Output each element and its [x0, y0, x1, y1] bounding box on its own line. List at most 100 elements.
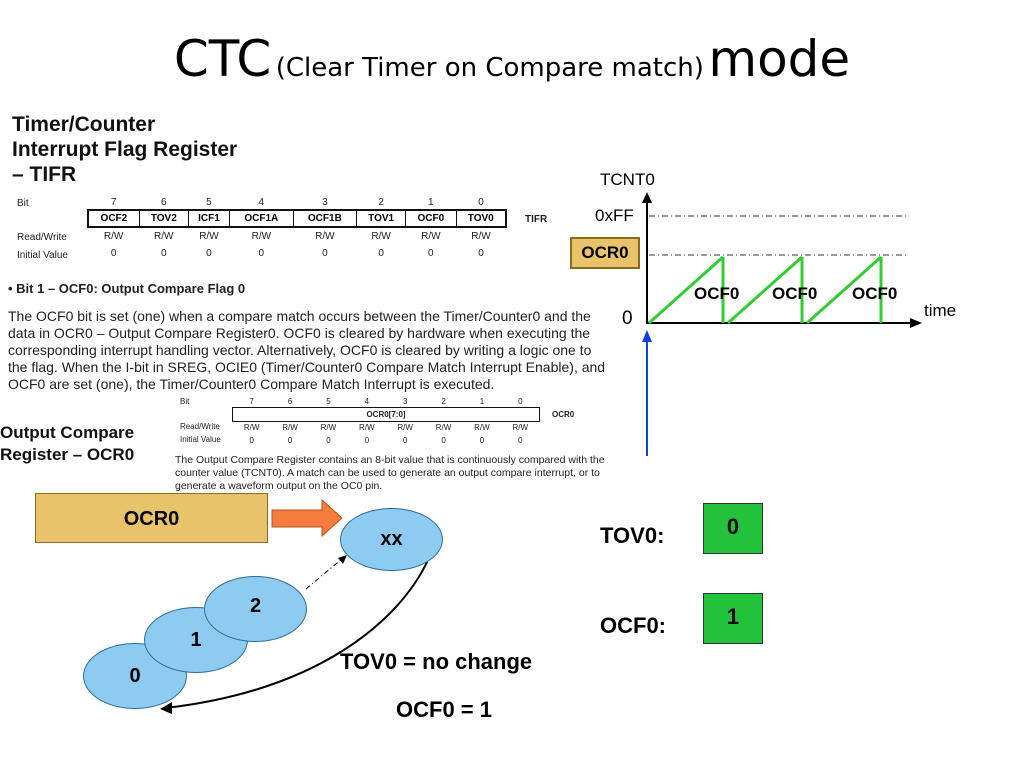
- rw-cell: R/W: [371, 231, 391, 242]
- tifr-rw-label: Read/Write: [17, 232, 67, 243]
- field-cell: ICF1: [187, 209, 231, 228]
- description-line: the flag. When the I-bit in SREG, OCIE0 …: [8, 359, 606, 375]
- bit-number: 1: [428, 197, 434, 208]
- ocr0-field-cell: OCR0[7:0]: [232, 406, 540, 422]
- clear-return-arrowhead: [160, 702, 172, 714]
- tifr-heading: Timer/Counter Interrupt Flag Register – …: [12, 112, 237, 187]
- y-axis-arrowhead: [642, 192, 652, 203]
- sawtooth-wave: [648, 255, 883, 325]
- bit-number: 0: [478, 197, 484, 208]
- description-line: generate a waveform output on the OC0 pi…: [175, 480, 383, 492]
- rw-cell: R/W: [315, 231, 335, 242]
- ocr0-bit-label: Bit: [180, 397, 190, 406]
- match-label: OCF0: [852, 284, 898, 303]
- ocr0-heading-line: Output Compare: [0, 423, 135, 442]
- ocr0-description: The Output Compare Register contains an …: [175, 454, 645, 493]
- rw-cell: R/W: [397, 423, 413, 433]
- blue-indicator-arrowhead: [642, 330, 652, 342]
- field-cell: TOV0: [455, 209, 507, 228]
- x-axis-arrowhead: [910, 318, 922, 328]
- field-cell: OCF1A: [229, 209, 294, 228]
- match-label: OCF0: [772, 284, 818, 303]
- tifr-field-row: OCF2 TOV2 ICF1 OCF1A OCF1B TOV1 OCF0 TOV…: [86, 209, 507, 228]
- tifr-init-row: 0 0 0 0 0 0 0 0: [88, 245, 506, 261]
- init-cell: 0: [402, 435, 408, 445]
- rw-cell: R/W: [154, 231, 174, 242]
- ocf0-description: The OCF0 bit is set (one) when a compare…: [8, 308, 628, 393]
- field-cell: OCF1B: [292, 209, 358, 228]
- bit-number: 3: [322, 197, 328, 208]
- max-value-label: 0xFF: [595, 206, 634, 225]
- field-cell: OCF2: [86, 209, 140, 228]
- rw-cell: R/W: [512, 423, 529, 433]
- tifr-heading-line: Interrupt Flag Register: [12, 138, 238, 161]
- rw-cell: R/W: [282, 423, 298, 433]
- field-cell: OCF0: [405, 209, 457, 228]
- increment-dashed-arrow: [305, 557, 344, 590]
- rw-cell: R/W: [435, 423, 452, 433]
- ocf0-flag-label: OCF0:: [600, 613, 666, 638]
- bit-number: 2: [441, 396, 446, 406]
- rw-cell: R/W: [103, 231, 124, 242]
- ocr0-register-name: OCR0: [552, 410, 575, 419]
- compare-value-ellipse: xx: [340, 508, 443, 571]
- zero-label: 0: [622, 308, 633, 329]
- tifr-init-label: Initial Value: [17, 250, 68, 261]
- bit-number: 2: [378, 197, 384, 208]
- bit-number: 4: [258, 197, 265, 208]
- bit-number: 7: [110, 197, 117, 208]
- description-line: corresponding interrupt handling vector.…: [8, 342, 592, 358]
- ocr0-init-label: Initial Value: [180, 435, 221, 444]
- description-line: counter value (TCNT0). A match can be us…: [175, 467, 600, 479]
- counter-state-2: 2: [204, 576, 307, 642]
- bit-number: 1: [479, 396, 485, 406]
- bit-number: 5: [326, 396, 331, 406]
- tifr-heading-line: Timer/Counter: [12, 113, 156, 136]
- ocr0-rw-row: R/W R/W R/W R/W R/W R/W R/W R/W: [233, 421, 540, 434]
- bit-number: 7: [249, 396, 254, 406]
- y-axis-label: TCNT0: [600, 170, 655, 189]
- tifr-register-name: TIFR: [525, 214, 548, 225]
- rw-cell: R/W: [320, 423, 337, 433]
- ocr0-init-row: 0 0 0 0 0 0 0 0: [233, 434, 540, 446]
- tov0-note: TOV0 = no change: [340, 649, 533, 674]
- rw-cell: R/W: [251, 231, 272, 242]
- rw-cell: R/W: [421, 231, 441, 242]
- bit-number: 3: [402, 396, 408, 406]
- ocr0-box: OCR0: [35, 493, 268, 543]
- title-subtitle: (Clear Timer on Compare match): [275, 53, 704, 83]
- ocr0-heading-line: Register – OCR0: [0, 445, 135, 464]
- bit-number: 6: [161, 197, 167, 208]
- tov0-flag-value: 0: [703, 503, 763, 554]
- bit-number: 6: [287, 396, 293, 406]
- ocr0-register-table: 7 6 5 4 3 2 1 0 OCR0[7:0] R/W R/W R/W R/…: [232, 396, 540, 446]
- ocf0-flag-value: 1: [703, 593, 763, 644]
- ocr0-field-row: OCR0[7:0]: [232, 406, 540, 422]
- init-cell: 0: [326, 435, 331, 445]
- rw-cell: R/W: [243, 423, 260, 433]
- init-cell: 0: [478, 247, 484, 259]
- ocr0-heading: Output Compare Register – OCR0: [0, 422, 134, 466]
- init-cell: 0: [287, 435, 293, 445]
- init-cell: 0: [518, 435, 523, 445]
- init-cell: 0: [364, 435, 370, 445]
- rw-cell: R/W: [359, 423, 375, 433]
- match-label: OCF0: [694, 284, 740, 303]
- bit-number: 4: [364, 396, 370, 406]
- tifr-bit-label: Bit: [17, 198, 29, 209]
- init-cell: 0: [322, 247, 328, 259]
- rw-cell: R/W: [471, 231, 491, 242]
- x-axis-label: time: [924, 301, 957, 320]
- slide-title: CTC (Clear Timer on Compare match) mode: [0, 30, 1024, 88]
- init-cell: 0: [206, 247, 212, 259]
- init-cell: 0: [428, 247, 434, 259]
- bit-number: 0: [518, 396, 523, 406]
- init-cell: 0: [258, 247, 265, 259]
- sawtooth-ramp: [648, 255, 724, 325]
- init-cell: 0: [441, 435, 446, 445]
- bit-number: 5: [206, 197, 212, 208]
- init-cell: 0: [378, 247, 384, 259]
- ocf0-note: OCF0 = 1: [396, 697, 492, 722]
- rw-cell: R/W: [474, 423, 490, 433]
